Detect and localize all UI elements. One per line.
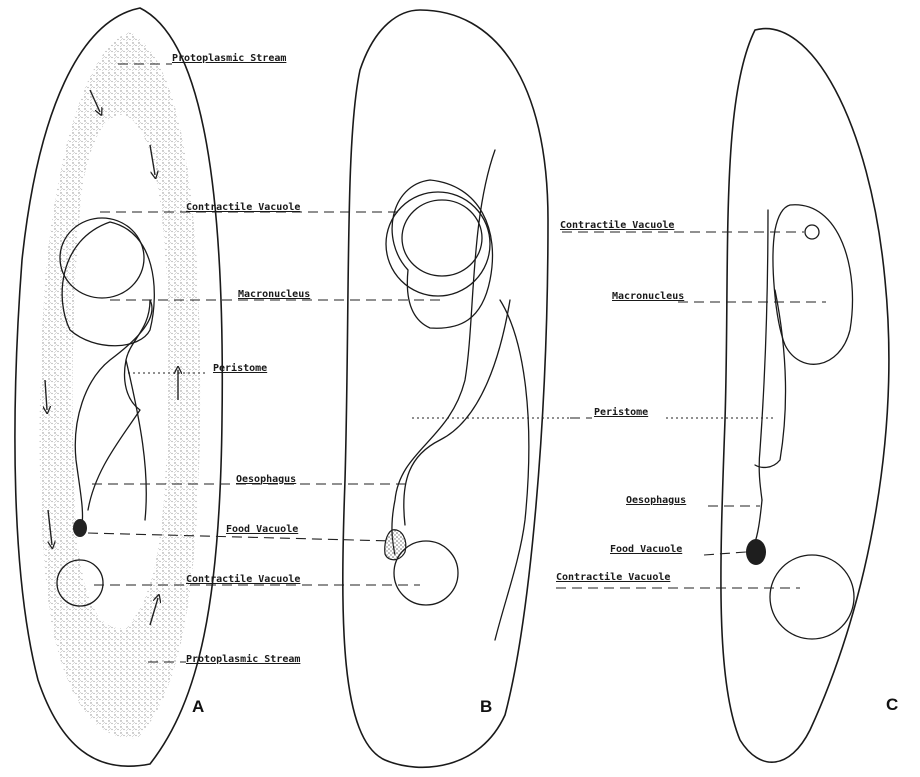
peristome-groove-c xyxy=(755,290,785,467)
peristome-inner-a xyxy=(126,360,146,520)
panel-c: Contractile Vacuole Macronucleus Peristo… xyxy=(556,29,898,763)
panel-letter-a: A xyxy=(192,697,204,716)
panel-letter-b: B xyxy=(480,697,492,716)
label-macronucleus-c: Macronucleus xyxy=(612,291,684,302)
label-peristome: Peristome xyxy=(213,362,267,374)
contractile-vacuole-top-c xyxy=(805,225,819,239)
label-contractile-vacuole-bottom: Contractile Vacuole xyxy=(186,573,300,585)
contractile-vacuole-bottom-b xyxy=(394,541,458,605)
contractile-vacuole-top-b xyxy=(386,192,490,296)
label-contractile-vacuole-top-c: Contractile Vacuole xyxy=(560,219,674,231)
contractile-vacuole-bottom-c xyxy=(770,555,854,639)
peristome-c xyxy=(759,210,768,500)
food-vacuole-c xyxy=(746,539,766,565)
panel-b: B xyxy=(343,10,570,767)
cell-outline-b xyxy=(343,10,548,767)
label-macronucleus: Macronucleus xyxy=(238,289,310,300)
label-food-vacuole-c: Food Vacuole xyxy=(610,544,682,555)
oesophagus-a xyxy=(75,300,152,525)
oesophagus-b xyxy=(404,300,510,525)
contractile-vacuole-ring-b xyxy=(402,200,482,276)
panel-a: Protoplasmic Stream Contractile Vacuole … xyxy=(15,8,440,766)
leader-food-vacuole-c xyxy=(704,552,746,555)
label-peristome-c: Peristome xyxy=(594,406,648,418)
label-contractile-vacuole-top: Contractile Vacuole xyxy=(186,201,300,213)
food-vacuole-b xyxy=(385,530,406,560)
peristome-right-b xyxy=(495,300,529,640)
label-oesophagus: Oesophagus xyxy=(236,474,296,485)
label-protoplasmic-stream-bottom: Protoplasmic Stream xyxy=(186,653,300,665)
label-food-vacuole: Food Vacuole xyxy=(226,524,298,535)
cell-outline-c xyxy=(721,29,889,763)
protoplasmic-stream-band xyxy=(40,32,200,738)
label-oesophagus-c: Oesophagus xyxy=(626,495,686,506)
oesophagus-c xyxy=(754,500,762,545)
panel-letter-c: C xyxy=(886,695,898,714)
label-protoplasmic-stream-top: Protoplasmic Stream xyxy=(172,52,286,64)
peristome-b xyxy=(392,150,495,555)
macronucleus-c xyxy=(773,205,852,365)
label-contractile-vacuole-bottom-c: Contractile Vacuole xyxy=(556,571,670,583)
food-vacuole-a xyxy=(73,519,87,537)
